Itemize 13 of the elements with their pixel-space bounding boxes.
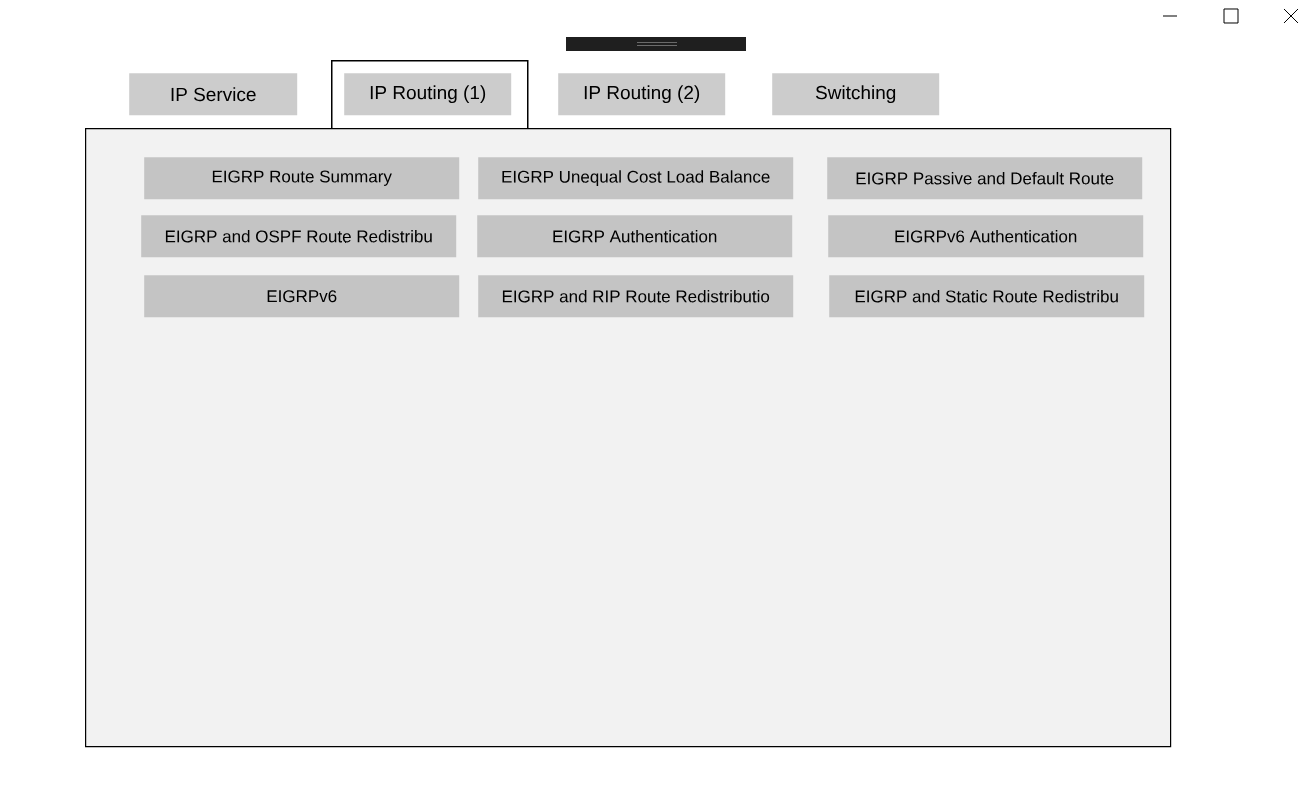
lab-button: EIGRPv6 Authentication — [828, 215, 1144, 258]
lab-button: EIGRP Unequal Cost Load Balance — [478, 157, 794, 200]
tab-button: IP Service — [129, 73, 298, 116]
tab-button: IP Routing (1) — [344, 73, 512, 116]
tab-button: Switching — [772, 73, 940, 116]
lab-button: EIGRP and OSPF Route Redistribu — [141, 215, 457, 258]
lab-button: EIGRP and RIP Route Redistributio — [478, 275, 794, 318]
lab-button: EIGRP Passive and Default Route — [827, 157, 1143, 200]
tab-button: IP Routing (2) — [558, 73, 726, 116]
lab-button: EIGRP Route Summary — [144, 157, 460, 200]
lab-button: EIGRP and Static Route Redistribu — [829, 275, 1145, 318]
lab-button: EIGRPv6 — [144, 275, 460, 318]
lab-button: EIGRP Authentication — [477, 215, 793, 258]
